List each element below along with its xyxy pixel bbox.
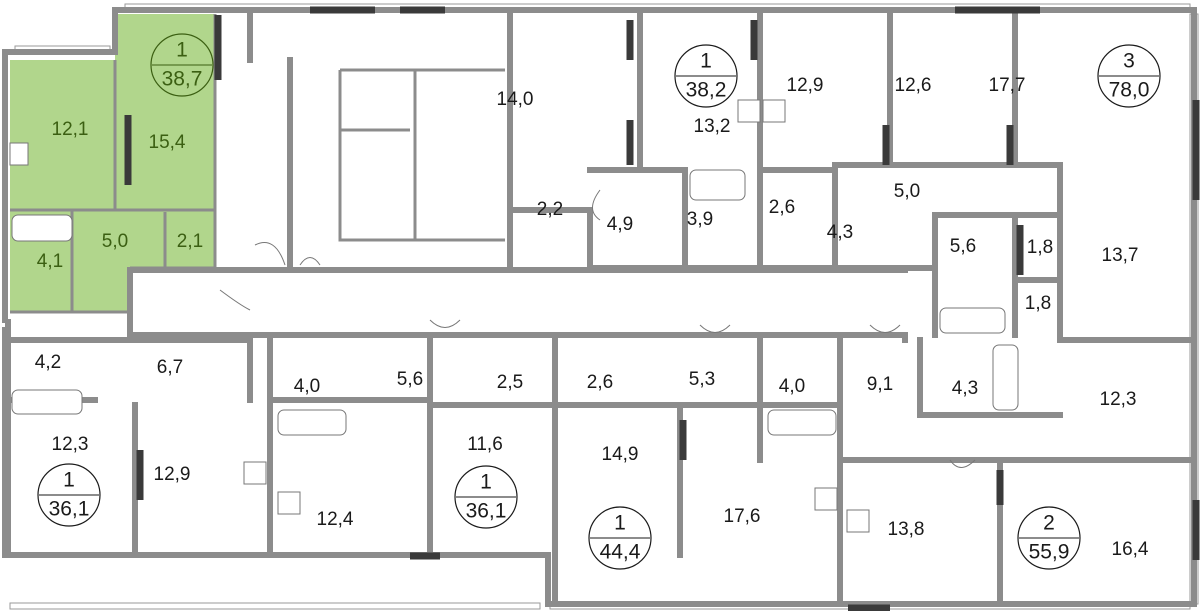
stove-icon [762, 99, 786, 123]
rooms-count: 1 [63, 469, 75, 492]
room-area-label: 12,9 [787, 75, 824, 96]
room-area-label: 5,6 [397, 369, 423, 390]
room-area-label: 17,6 [724, 506, 761, 527]
room-area-label: 14,9 [602, 444, 639, 465]
total-area: 38,7 [162, 68, 203, 91]
room-area-label: 2,2 [537, 199, 563, 220]
room-area-label: 5,6 [950, 236, 976, 257]
stove-icon [846, 509, 870, 533]
apartment-badge[interactable]: 378,0 [1097, 44, 1161, 108]
stove-icon [737, 99, 761, 123]
room-area-label: 4,9 [607, 214, 633, 235]
badge-circle [1017, 506, 1081, 570]
total-area: 44,4 [600, 541, 641, 564]
room-area-label: 13,2 [694, 116, 731, 137]
apartment-badge[interactable]: 138,2 [674, 44, 738, 108]
bathtub-icon [992, 344, 1019, 411]
room-area-label: 5,3 [689, 369, 715, 390]
badge-circle [454, 465, 518, 529]
room-area-label: 6,7 [157, 357, 183, 378]
badge-circle [674, 44, 738, 108]
room-area-label: 16,4 [1112, 539, 1149, 560]
walls [2, 6, 1200, 611]
bathtub-icon [939, 307, 1006, 334]
room-area-label: 12,3 [1100, 389, 1137, 410]
badge-circle [1097, 44, 1161, 108]
room-area-label: 15,4 [149, 132, 186, 153]
total-area: 78,0 [1109, 79, 1150, 102]
rooms-count: 2 [1043, 512, 1055, 535]
room-area-label: 13,8 [888, 519, 925, 540]
room-area-label: 1,8 [1027, 237, 1053, 258]
rooms-count: 1 [614, 512, 626, 535]
rooms-count: 1 [700, 50, 712, 73]
room-area-label: 4,1 [37, 251, 63, 272]
room-area-label: 4,0 [294, 376, 320, 397]
room-area-label: 5,0 [102, 231, 128, 252]
room-area-label: 11,6 [467, 434, 503, 455]
total-area: 55,9 [1029, 541, 1070, 564]
badge-circle [150, 33, 214, 97]
stove-icon [243, 461, 267, 485]
total-area: 36,1 [466, 500, 507, 523]
room-area-label: 2,6 [769, 197, 795, 218]
room-area-label: 14,0 [497, 89, 534, 110]
room-area-label: 12,9 [154, 464, 191, 485]
total-area: 38,2 [686, 79, 727, 102]
room-area-label: 12,3 [52, 434, 89, 455]
bathtub-icon [689, 169, 746, 201]
rooms-count: 1 [480, 471, 492, 494]
badge-circle [588, 506, 652, 570]
room-area-label: 4,0 [779, 376, 805, 397]
room-area-label: 1,8 [1025, 293, 1051, 314]
badge-circle [37, 463, 101, 527]
room-area-label: 13,7 [1102, 245, 1139, 266]
bathtub-icon [277, 409, 347, 436]
room-area-label: 2,1 [177, 231, 203, 252]
room-area-label: 4,2 [35, 352, 61, 373]
apartment-badge[interactable]: 144,4 [588, 506, 652, 570]
rooms-count: 3 [1123, 50, 1135, 73]
fixtures [9, 99, 1019, 533]
stove-icon [814, 487, 838, 511]
bathtub-icon [11, 389, 83, 415]
bathtub-icon [767, 409, 837, 436]
room-area-label: 2,6 [587, 372, 613, 393]
room-area-label: 5,0 [894, 181, 920, 202]
room-area-label: 2,5 [497, 372, 523, 393]
room-area-label: 12,1 [52, 119, 89, 140]
stove-icon [277, 491, 301, 515]
apartment-badge[interactable]: 136,1 [454, 465, 518, 529]
apartment-badge[interactable]: 138,7 [150, 33, 214, 97]
apartment-badge[interactable]: 255,9 [1017, 506, 1081, 570]
apartment-badge[interactable]: 136,1 [37, 463, 101, 527]
room-area-label: 17,7 [989, 75, 1026, 96]
bathtub-icon [11, 214, 73, 242]
stove-icon [9, 142, 29, 166]
total-area: 36,1 [49, 498, 90, 521]
room-area-label: 12,6 [895, 75, 932, 96]
room-area-label: 4,3 [952, 378, 978, 399]
room-area-label: 9,1 [867, 374, 893, 395]
room-area-label: 12,4 [317, 509, 354, 530]
room-area-label: 3,9 [687, 209, 713, 230]
rooms-count: 1 [176, 39, 188, 62]
room-area-label: 4,3 [827, 222, 853, 243]
